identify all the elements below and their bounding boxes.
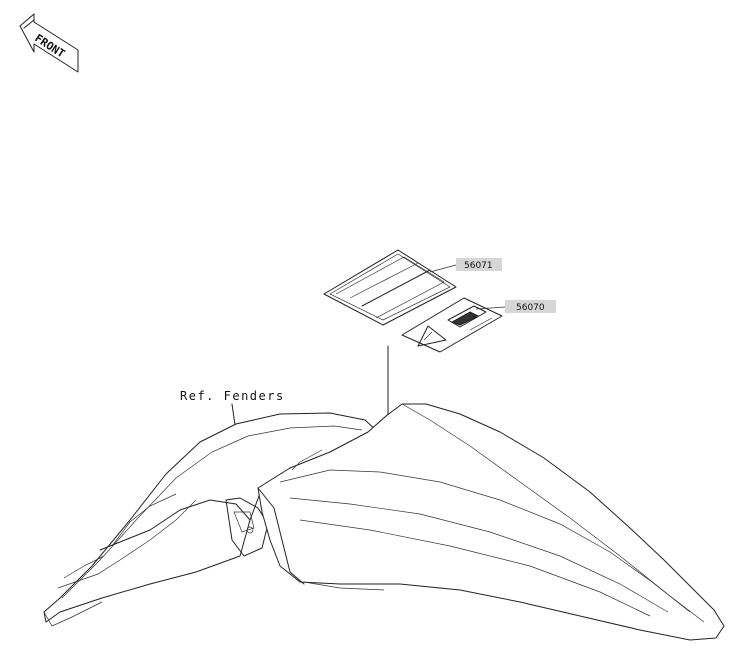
front-fender: [257, 403, 725, 641]
part-tag-56071[interactable]: 56071: [456, 258, 502, 271]
part-number-56070: 56070: [516, 303, 545, 313]
front-direction-badge: FRONT: [19, 13, 79, 73]
rear-fender-outline: [43, 412, 379, 627]
decal-56071: [323, 249, 457, 326]
part-number-56071: 56071: [464, 261, 493, 271]
part-tag-56070[interactable]: 56070: [505, 300, 556, 313]
reference-label: Ref. Fenders: [180, 389, 285, 403]
decal-56070: [401, 297, 503, 353]
